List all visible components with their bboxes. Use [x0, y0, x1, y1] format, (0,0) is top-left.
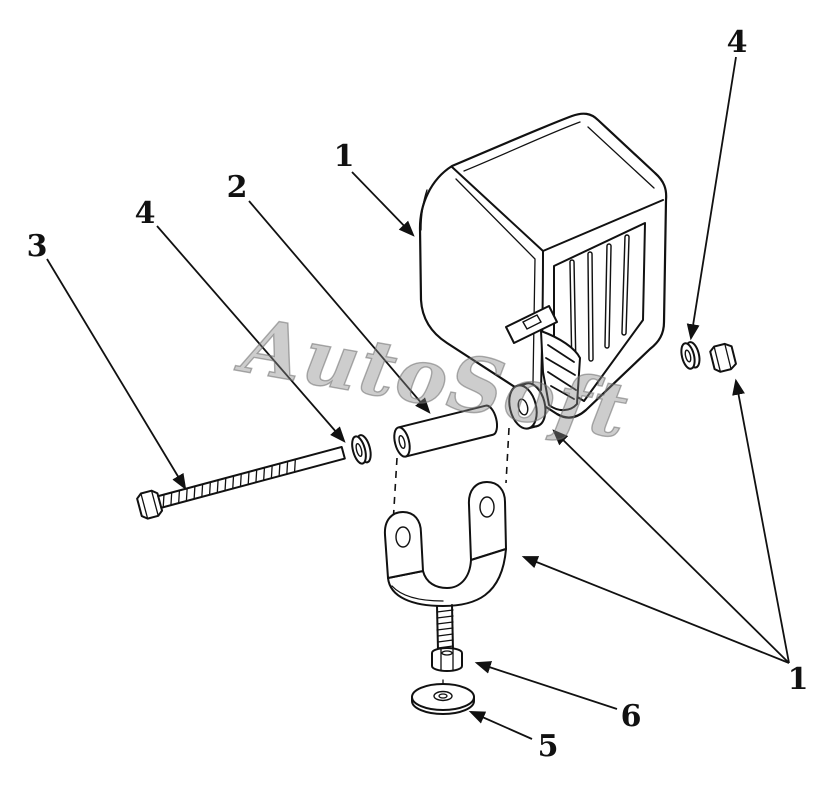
hex-nut-bottom [431, 647, 463, 672]
spacer-tube [393, 404, 499, 458]
mounting-bracket [383, 481, 507, 607]
leader-lamp [351, 171, 415, 237]
callout-washer-bottom: 5 [538, 729, 559, 764]
callout-washer-rear: 4 [727, 25, 748, 60]
pivot-washer [508, 382, 547, 430]
leader-spacer [248, 200, 431, 414]
leader-bolt [46, 258, 187, 491]
bracket-stud [436, 604, 454, 651]
leader-assembly-b [521, 556, 790, 664]
hex-bolt [136, 445, 346, 520]
leader-nut-bottom [474, 661, 618, 710]
callout-washer-front: 4 [135, 196, 156, 231]
leader-assembly-a [552, 429, 790, 664]
leader-assembly-c [732, 378, 790, 664]
lamp-mounting-knuckle [505, 305, 581, 412]
washer-rear [680, 341, 701, 370]
leader-washer-front [156, 225, 346, 443]
leader-washer-rear [686, 56, 737, 341]
washer-front [351, 434, 372, 465]
leader-lines [46, 56, 790, 740]
flat-washer-bottom [411, 679, 475, 715]
callouts: 1 2 4 3 4 1 6 5 [27, 25, 809, 764]
callout-nut-bottom: 6 [621, 699, 642, 734]
alignment-dashed-lines [392, 427, 510, 525]
callout-lamp: 1 [334, 139, 355, 174]
callout-bolt: 3 [27, 229, 48, 264]
callout-spacer: 2 [227, 170, 248, 205]
leader-washer-bottom [468, 711, 533, 740]
callout-assembly: 1 [788, 662, 809, 697]
hex-nut-rear [709, 342, 737, 373]
